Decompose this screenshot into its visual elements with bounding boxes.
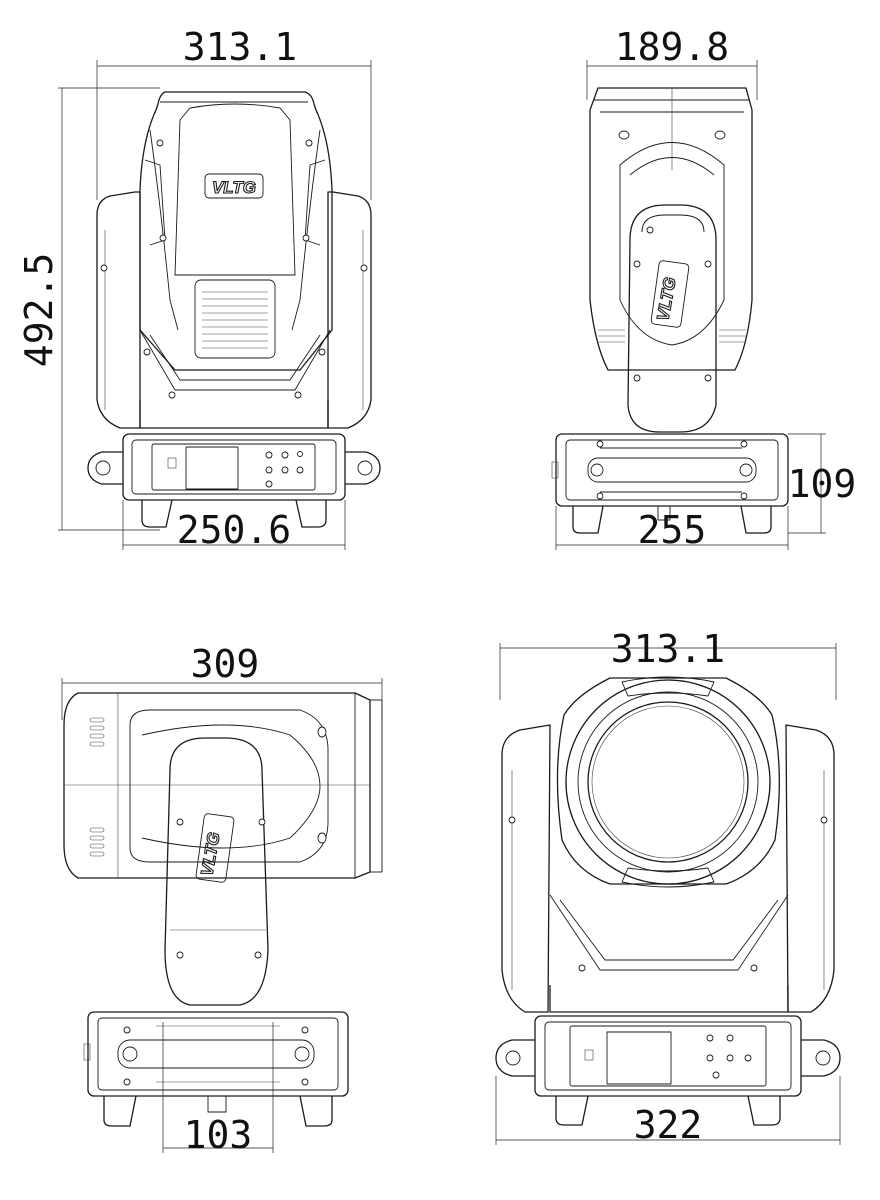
side-logo: VLTG	[653, 276, 679, 323]
top-base-handle	[117, 1039, 315, 1069]
lens-base	[534, 1015, 802, 1097]
lens-base-width-dimension: 322	[634, 1103, 703, 1147]
lens-yoke-left	[501, 724, 551, 1013]
top-vent-slots	[89, 717, 105, 857]
top-yoke-arm	[164, 737, 269, 1006]
front-vent-grille	[194, 279, 276, 359]
side-head-housing	[589, 87, 753, 371]
front-width-dimension: 313.1	[183, 25, 297, 69]
side-base	[555, 433, 789, 507]
front-height-dimension: 492.5	[17, 253, 61, 367]
top-view: 309 VLTG	[61, 642, 383, 1157]
side-yoke-arm	[627, 204, 717, 433]
lens-view: 313.1	[495, 627, 841, 1147]
lens-width-dimension: 313.1	[611, 627, 725, 671]
front-logo: VLTG	[212, 178, 256, 197]
top-base	[87, 1011, 349, 1097]
lens-head-housing	[556, 677, 780, 885]
lens-display-screen	[606, 1031, 672, 1085]
front-base-width-dimension: 250.6	[177, 508, 291, 552]
side-width-dimension: 189.8	[615, 25, 729, 69]
side-base-width-dimension: 255	[638, 508, 707, 552]
lens-yoke-right	[785, 724, 835, 1013]
front-lens	[587, 701, 749, 863]
yoke-right-arm	[327, 191, 372, 429]
front-base	[122, 433, 346, 501]
yoke-left-arm	[96, 191, 141, 429]
side-view: 189.8 VLTG	[551, 25, 857, 552]
side-base-handle	[587, 457, 757, 483]
top-length-dimension: 309	[191, 642, 260, 686]
head-top-panel	[174, 103, 296, 276]
front-view: 313.1 492.5 VLTG	[17, 25, 381, 552]
side-base-height-dimension: 109	[788, 462, 857, 506]
top-base-dimension: 103	[184, 1113, 253, 1157]
top-head-housing	[63, 692, 371, 879]
head-housing	[139, 91, 333, 371]
front-display-screen	[185, 446, 239, 490]
